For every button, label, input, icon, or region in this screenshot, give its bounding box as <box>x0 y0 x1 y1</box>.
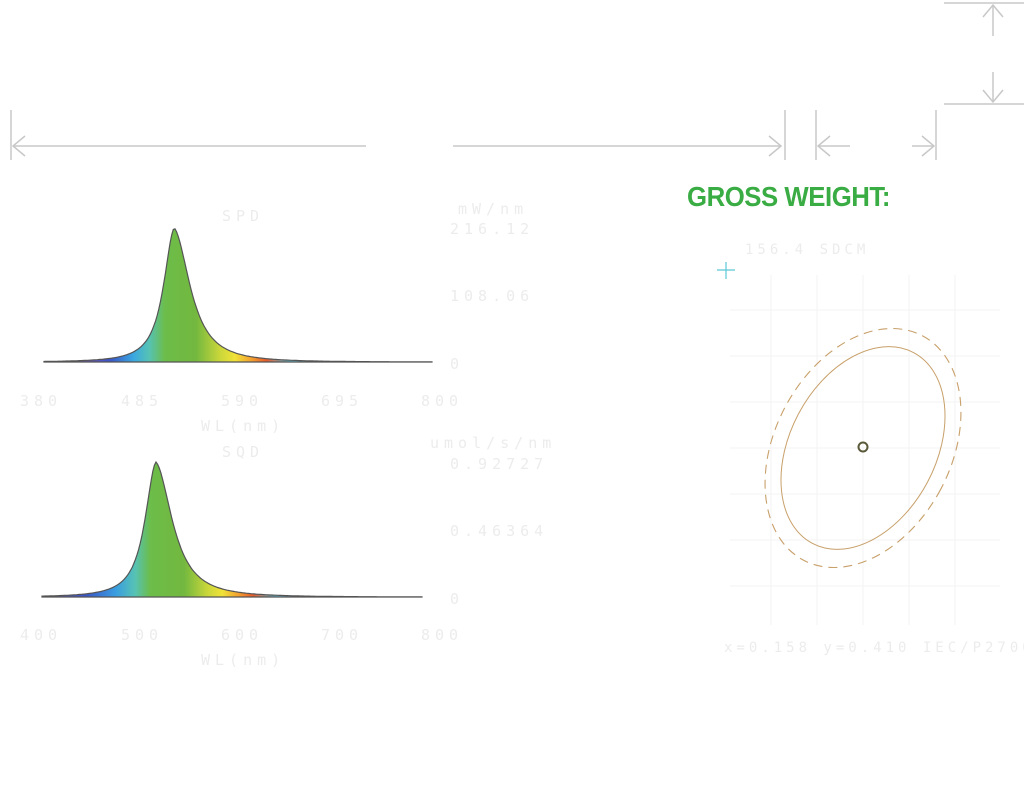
spd-x-tick: 485 <box>121 392 163 410</box>
chromaticity-caption: x=0.158 y=0.410 IEC/P2700 <box>724 640 1024 656</box>
tolerance-ellipse <box>780 346 946 550</box>
sqd-x-tick: 400 <box>20 626 62 644</box>
crosshair-icon <box>717 262 735 279</box>
spd-x-tick: 800 <box>421 392 463 410</box>
sqd-chart: SQD umol/s/nm 0.92727 0.46364 0 400 500 … <box>20 434 556 669</box>
sqd-title: SQD <box>222 443 264 461</box>
sqd-curve <box>41 460 423 598</box>
sqd-y-tick: 0 <box>450 590 464 608</box>
spd-y-tick: 216.12 <box>450 220 534 238</box>
spd-y-tick: 0 <box>450 355 464 373</box>
spd-title: SPD <box>222 207 264 225</box>
sqd-x-tick: 800 <box>421 626 463 644</box>
tolerance-ellipse-dashed <box>764 327 962 569</box>
spd-x-label: WL(nm) <box>201 417 285 435</box>
gross-weight-heading: GROSS WEIGHT: <box>687 181 890 212</box>
sqd-x-tick: 500 <box>121 626 163 644</box>
chromaticity-grid <box>730 275 1000 625</box>
chromaticity-point <box>857 441 869 453</box>
sqd-y-unit: umol/s/nm <box>430 434 556 452</box>
spd-x-tick: 695 <box>321 392 363 410</box>
spd-x-tick: 590 <box>221 392 263 410</box>
sqd-y-tick: 0.92727 <box>450 455 548 473</box>
sqd-y-tick: 0.46364 <box>450 522 548 540</box>
spd-y-unit: mW/nm <box>458 200 528 218</box>
spd-x-tick: 380 <box>20 392 62 410</box>
sqd-x-tick: 700 <box>321 626 363 644</box>
sqd-x-tick: 600 <box>221 626 263 644</box>
spd-y-tick: 108.06 <box>450 287 534 305</box>
spd-chart: SPD mW/nm 216.12 108.06 0 380 485 590 69… <box>20 200 534 435</box>
sdcm-label: 156.4 SDCM <box>745 242 869 258</box>
sqd-x-label: WL(nm) <box>201 651 285 669</box>
spd-curve <box>43 228 433 363</box>
